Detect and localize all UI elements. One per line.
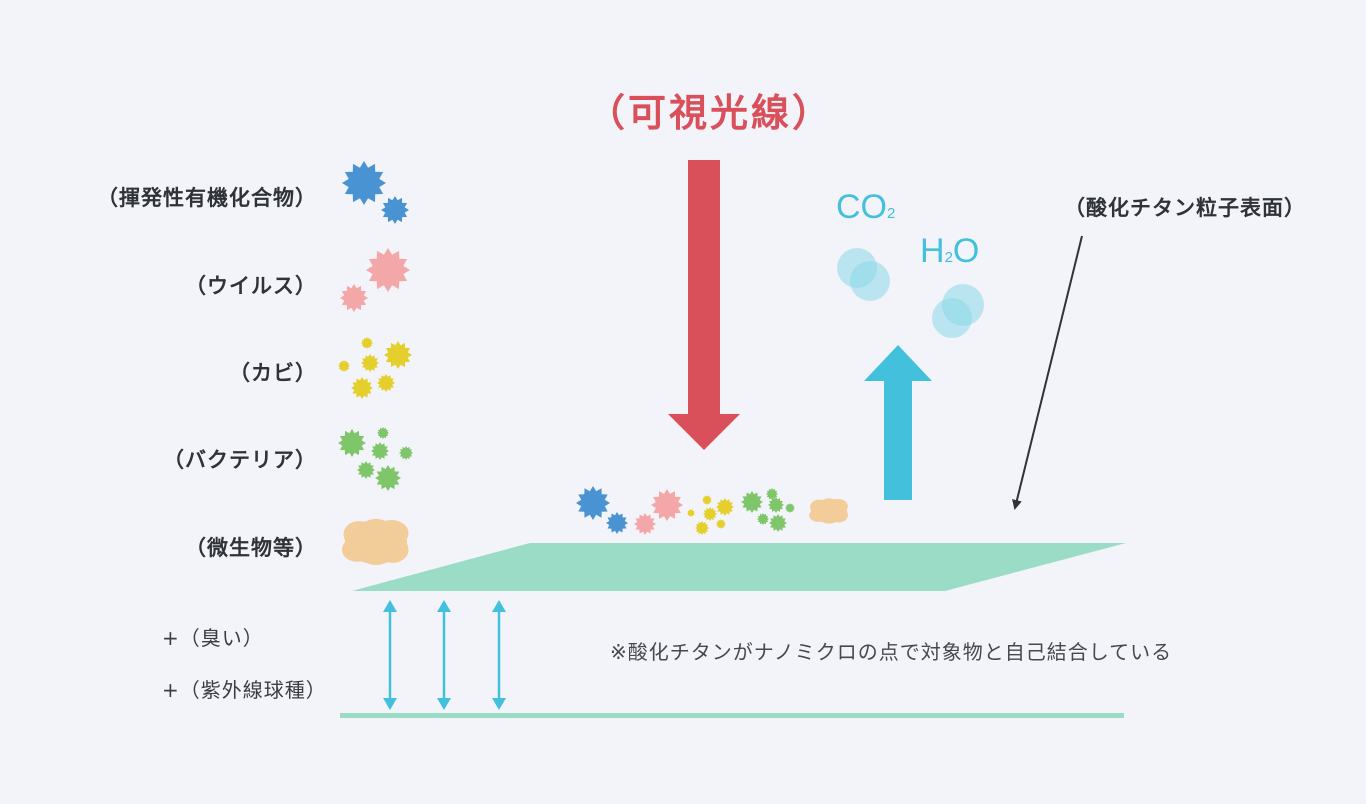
output-arrow [864,345,932,500]
visible-light-arrow [668,160,740,450]
mold-icon [361,354,379,372]
mold-icon [716,498,734,516]
voc-icon [576,486,610,520]
bacteria-icon [399,446,413,460]
bacteria-icon [375,465,401,491]
mold-icon [695,521,709,535]
bacteria-icon [357,461,375,479]
mold-icon [384,341,412,369]
category-label-microbes: （微生物等） [185,536,317,560]
h2o-label: H2O [920,232,980,270]
molecule-bubbles [837,248,984,338]
voc-icon [342,161,386,205]
category-label-virus: （ウイルス） [185,274,317,298]
mold-icon [716,519,726,529]
bacteria-icon [371,442,389,460]
bonding-note: ※酸化チタンがナノミクロの点で対象物と自己結合している [610,640,1173,664]
mold-icon [377,374,395,392]
titanium-oxide-surface [352,543,1126,591]
voc-icon [606,512,628,534]
mold-icon [703,507,717,521]
bacteria-icon [785,503,795,513]
particles [338,161,848,566]
bacteria-icon [338,429,366,457]
co2-label: CO2 [836,188,896,226]
virus-icon [634,513,656,535]
mold-icon [361,337,373,349]
voc-icon [381,196,409,224]
bacteria-icon [766,488,778,500]
mold-icon [702,495,712,505]
surface-pointer-arrow [1012,235,1083,510]
mold-icon [351,377,373,399]
category-label-voc: （揮発性有機化合物） [97,186,317,210]
bacteria-icon [768,497,784,513]
substrate-line [340,713,1124,718]
microbe-icon [809,498,848,524]
bacteria-icon [741,491,763,513]
extra-label-uv: +（紫外線球種） [162,678,327,702]
bacteria-icon [757,513,769,525]
surface-label: （酸化チタン粒子表面） [1064,196,1306,220]
bacteria-icon [377,427,389,439]
category-label-mold: （カビ） [229,361,317,385]
virus-icon [651,489,683,521]
bond-arrows [383,600,506,710]
virus-icon [366,248,410,292]
mold-icon [687,509,695,517]
mold-icon [338,360,350,372]
extra-label-odor: +（臭い） [162,626,264,650]
virus-icon [340,284,368,312]
visible-light-title: （可視光線） [586,91,833,135]
microbe-icon [341,518,409,566]
category-label-bacteria: （バクテリア） [163,448,317,472]
bacteria-icon [769,514,787,532]
